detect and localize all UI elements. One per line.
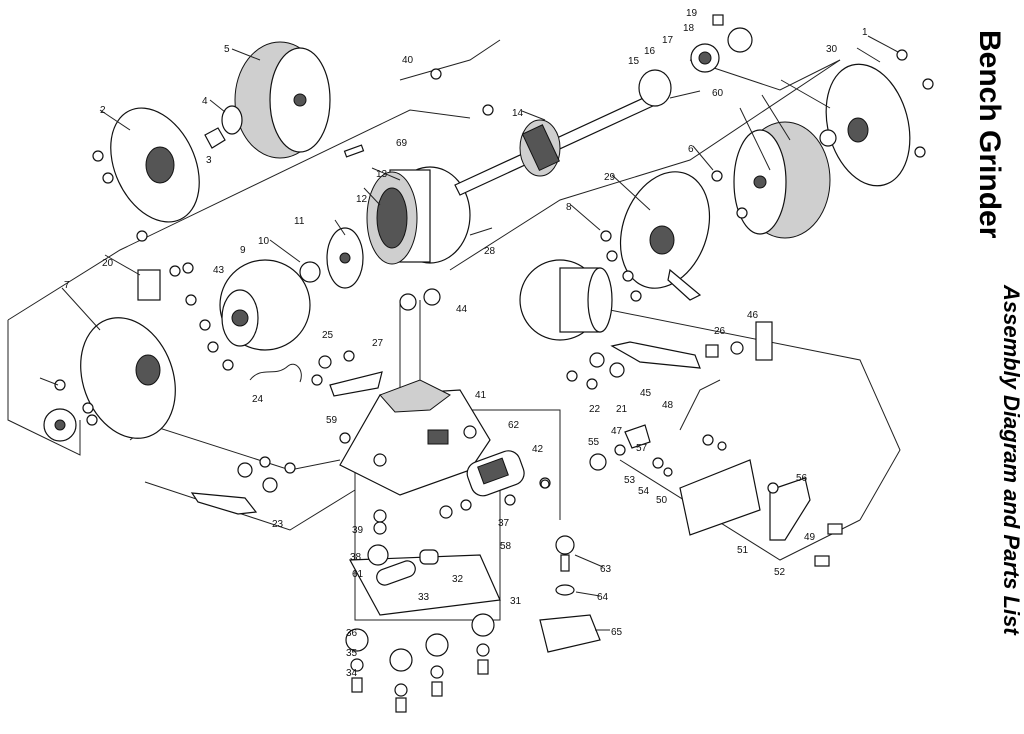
right-end-bell xyxy=(519,230,642,341)
callout: 5 xyxy=(224,44,230,55)
callout: 39 xyxy=(352,525,364,536)
base-casting xyxy=(339,379,491,496)
eye-shield xyxy=(589,424,843,567)
callout: 11 xyxy=(294,216,305,227)
callout: 29 xyxy=(604,172,616,183)
callout: 15 xyxy=(628,56,640,67)
left-tool-rest xyxy=(190,456,296,515)
callout: 21 xyxy=(616,404,628,415)
callout: 58 xyxy=(500,541,512,552)
callout: 61 xyxy=(352,569,364,580)
callout-labels: 1 2 3 4 5 6 7 8 9 10 11 12 13 14 15 16 1… xyxy=(64,8,868,679)
callout: 33 xyxy=(418,592,430,603)
callout: 56 xyxy=(796,473,808,484)
callout: 30 xyxy=(826,44,838,55)
callout: 19 xyxy=(686,8,698,19)
callout: 62 xyxy=(508,420,520,431)
callout: 60 xyxy=(712,88,724,99)
callout: 17 xyxy=(662,35,674,46)
callout: 9 xyxy=(240,245,246,256)
callout: 26 xyxy=(714,326,726,337)
callout: 50 xyxy=(656,495,668,506)
left-grinding-wheel xyxy=(204,41,331,159)
callout: 65 xyxy=(611,627,623,638)
callout: 8 xyxy=(566,202,572,213)
callout: 18 xyxy=(683,23,695,34)
callout: 3 xyxy=(206,155,212,166)
callout: 36 xyxy=(346,628,358,639)
callout: 34 xyxy=(346,668,358,679)
callout: 59 xyxy=(326,415,338,426)
callout: 45 xyxy=(640,388,652,399)
callout: 57 xyxy=(636,443,648,454)
callout: 69 xyxy=(396,138,408,149)
callout: 54 xyxy=(638,486,650,497)
callout: 28 xyxy=(484,246,496,257)
knob-and-rest xyxy=(539,479,601,653)
page-title: Bench Grinder xyxy=(973,30,1006,239)
callout: 22 xyxy=(589,404,601,415)
callout: 51 xyxy=(737,545,749,556)
motor-housing xyxy=(366,166,471,265)
callout: 31 xyxy=(510,596,522,607)
callout: 10 xyxy=(258,236,270,247)
callout: 64 xyxy=(597,592,609,603)
right-wheel-guard xyxy=(819,49,934,187)
callout: 46 xyxy=(747,310,759,321)
callout: 47 xyxy=(611,426,623,437)
callout: 7 xyxy=(64,280,70,291)
callout: 44 xyxy=(456,304,468,315)
leader-lines xyxy=(39,35,899,631)
callout: 52 xyxy=(774,567,786,578)
callout: 42 xyxy=(532,444,544,455)
callout: 32 xyxy=(452,574,464,585)
small-parts xyxy=(137,68,494,535)
right-end-parts xyxy=(638,14,753,107)
right-grinding-wheel xyxy=(733,121,831,239)
callout: 43 xyxy=(213,265,225,276)
callout: 37 xyxy=(498,518,510,529)
callout: 14 xyxy=(512,108,524,119)
left-wheel-guard xyxy=(92,107,200,242)
callout: 63 xyxy=(600,564,612,575)
callout: 24 xyxy=(252,394,264,405)
right-inner-guard xyxy=(619,170,748,301)
side-title-svg: Bench Grinder Assembly Diagram and Parts… xyxy=(973,30,1024,636)
callout: 38 xyxy=(350,552,362,563)
callout: 27 xyxy=(372,338,384,349)
right-tool-rest xyxy=(566,321,773,431)
callout: 48 xyxy=(662,400,674,411)
callout: 6 xyxy=(688,144,694,155)
armature-shaft xyxy=(454,94,656,196)
left-end-bell xyxy=(219,227,364,351)
page-subtitle: Assembly Diagram and Parts List xyxy=(999,284,1020,636)
callout: 41 xyxy=(475,390,487,401)
callout: 13 xyxy=(376,169,388,180)
left-lower-guard xyxy=(43,317,176,442)
callout: 20 xyxy=(102,258,114,269)
callout: 55 xyxy=(588,437,600,448)
callout: 2 xyxy=(100,105,106,116)
callout: 23 xyxy=(272,519,284,530)
callout: 25 xyxy=(322,330,334,341)
callout: 40 xyxy=(402,55,414,66)
callout: 49 xyxy=(804,532,816,543)
callout: 12 xyxy=(356,194,368,205)
callout: 16 xyxy=(644,46,656,57)
callout: 53 xyxy=(624,475,636,486)
callout: 35 xyxy=(346,648,358,659)
bottom-plate xyxy=(345,544,501,713)
callout: 4 xyxy=(202,96,208,107)
side-title: Bench Grinder Assembly Diagram and Parts… xyxy=(968,30,1024,670)
callout: 1 xyxy=(862,27,868,38)
